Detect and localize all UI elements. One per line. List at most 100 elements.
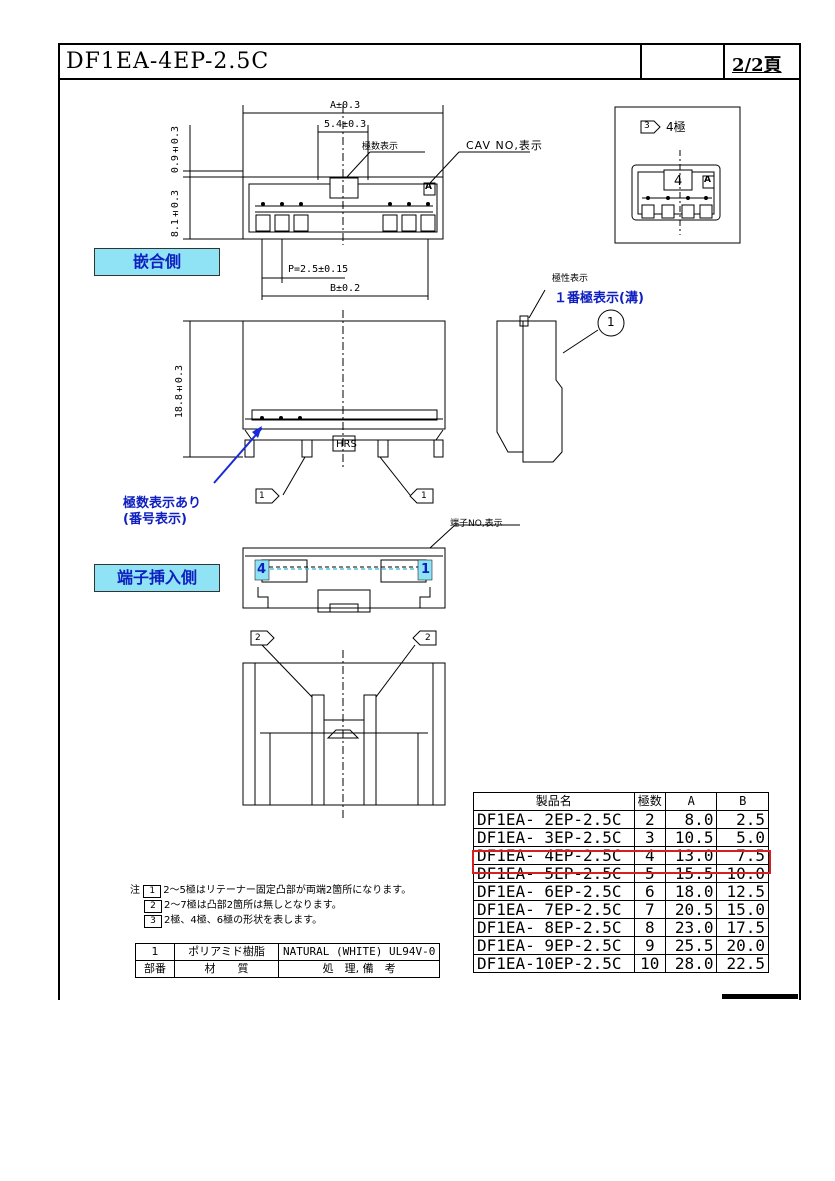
material-treatment: NATURAL (WHITE) UL94V-0 [277, 943, 441, 961]
terminal-four-marker: 4 [257, 562, 267, 577]
header-b: B [716, 792, 769, 811]
title-divider [723, 45, 725, 78]
parts-table: 製品名 極数 A B DF1EA- 2EP-2.5C 2 8.0 2.5 DF1… [473, 792, 769, 973]
cell-poles: 6 [633, 882, 666, 901]
polarity-mark-label: 極性表示 [552, 274, 589, 284]
note-number-box: 1 [143, 885, 162, 898]
table-row: DF1EA- 9EP-2.5C 9 25.5 20.0 [473, 936, 769, 955]
cell-b: 17.5 [716, 918, 769, 937]
note-number-box: 3 [144, 915, 162, 928]
cell-a: 18.0 [664, 882, 718, 901]
bottom-view-body [242, 662, 446, 806]
cell-product: DF1EA- 8EP-2.5C [473, 918, 635, 937]
note-text: 2極、4極、6極の形状を表します。 [164, 915, 323, 926]
note-number-box: 2 [144, 900, 162, 913]
tag-two-left: 2 [255, 633, 261, 643]
pole-count-mark-label: 極数表示 [362, 142, 399, 152]
terminal-no-label: 端子NO,表示 [450, 519, 503, 529]
pole-display-line1: 極数表示あり [123, 496, 202, 511]
cell-poles: 8 [633, 918, 666, 937]
cell-product: DF1EA-10EP-2.5C [473, 954, 635, 973]
cell-b: 2.5 [716, 810, 769, 829]
cell-poles: 2 [633, 810, 666, 829]
side-view-body [496, 320, 563, 463]
note-text: 2～5極はリテーナー固定凸部が両端2箇所になります。 [163, 885, 412, 896]
material-table: 1 ポリアミド樹脂 NATURAL (WHITE) UL94V-0 部番 材 質… [135, 943, 441, 978]
material-part-number: 1 [135, 943, 175, 961]
dim-8-1: 8.1±0.3 [170, 190, 181, 238]
cav-no-label: CAV NO,表示 [466, 139, 543, 152]
cell-product: DF1EA- 3EP-2.5C [473, 828, 635, 847]
dim-pitch: P=2.5±0.15 [288, 264, 349, 275]
cell-b: 12.5 [716, 882, 769, 901]
table-row: DF1EA- 8EP-2.5C 8 23.0 17.5 [473, 918, 769, 937]
pole-display-line2: (番号表示) [123, 512, 187, 527]
variant-inset-frame [614, 106, 741, 244]
material-footer: 部番 材 質 処 理, 備 考 [135, 960, 441, 978]
dim-18-8: 18.8±0.3 [174, 365, 185, 419]
header-a: A [664, 792, 718, 811]
material-row: 1 ポリアミド樹脂 NATURAL (WHITE) UL94V-0 [135, 943, 441, 961]
cell-poles: 3 [633, 828, 666, 847]
hrs-logo: HRS [336, 439, 357, 450]
circle-one-marker: 1 [607, 315, 615, 329]
cell-poles: 10 [633, 954, 666, 973]
mating-side-label: 嵌合側 [94, 248, 220, 276]
parts-table-header: 製品名 極数 A B [473, 792, 769, 811]
title-divider [640, 45, 642, 78]
inset-pole-number: 4 [674, 174, 683, 189]
table-row: DF1EA- 3EP-2.5C 3 10.5 5.0 [473, 828, 769, 847]
cell-a: 10.5 [664, 828, 718, 847]
tag-three: 3 [644, 121, 650, 131]
footer-remarks: 処 理, 備 考 [277, 960, 441, 978]
tag-one-left: 1 [259, 491, 265, 501]
cav-a-marker: A [425, 182, 432, 192]
notes-prefix: 注 [130, 885, 140, 896]
highlight-row-box [472, 850, 771, 874]
dim-b: B±0.2 [330, 283, 361, 294]
table-row: DF1EA- 7EP-2.5C 7 20.5 15.0 [473, 900, 769, 919]
cell-poles: 9 [633, 936, 666, 955]
part-number-title: DF1EA-4EP-2.5C [66, 49, 270, 74]
table-row: DF1EA- 2EP-2.5C 2 8.0 2.5 [473, 810, 769, 829]
drawing-frame: DF1EA-4EP-2.5C 2/2頁 [58, 43, 801, 1000]
cav-a-marker-inset: A [704, 175, 711, 185]
dim-0-9: 0.9±0.3 [170, 126, 181, 174]
terminal-one-marker: 1 [421, 562, 431, 577]
tag-two-right: 2 [425, 633, 431, 643]
insertion-view-body [242, 547, 446, 609]
cell-b: 5.0 [716, 828, 769, 847]
cell-b: 15.0 [716, 900, 769, 919]
bottom-bar [722, 994, 798, 999]
table-row: DF1EA- 6EP-2.5C 6 18.0 12.5 [473, 882, 769, 901]
header-pole-count: 極数 [633, 792, 666, 811]
cell-b: 20.0 [716, 936, 769, 955]
header-product-name: 製品名 [473, 792, 635, 811]
tag-one-right: 1 [421, 491, 427, 501]
note-text: 2～7極は凸部2箇所は無しとなります。 [164, 900, 342, 911]
terminal-side-label: 端子挿入側 [94, 564, 220, 592]
cell-poles: 7 [633, 900, 666, 919]
footer-material: 材 質 [174, 960, 279, 978]
pin1-mark-label: １番極表示(溝) [554, 291, 644, 306]
footer-part-no: 部番 [135, 960, 175, 978]
cell-product: DF1EA- 6EP-2.5C [473, 882, 635, 901]
cell-a: 20.5 [664, 900, 718, 919]
cell-a: 23.0 [664, 918, 718, 937]
body-front-view [242, 320, 446, 430]
cell-product: DF1EA- 2EP-2.5C [473, 810, 635, 829]
cell-a: 8.0 [664, 810, 718, 829]
material-name: ポリアミド樹脂 [174, 943, 279, 961]
cell-a: 25.5 [664, 936, 718, 955]
page-number: 2/2頁 [732, 55, 782, 76]
dim-a: A±0.3 [330, 100, 361, 111]
table-row: DF1EA-10EP-2.5C 10 28.0 22.5 [473, 954, 769, 973]
cell-product: DF1EA- 7EP-2.5C [473, 900, 635, 919]
dim-5-4: 5.4±0.3 [324, 119, 367, 130]
variant-tag: 4極 [666, 120, 686, 134]
